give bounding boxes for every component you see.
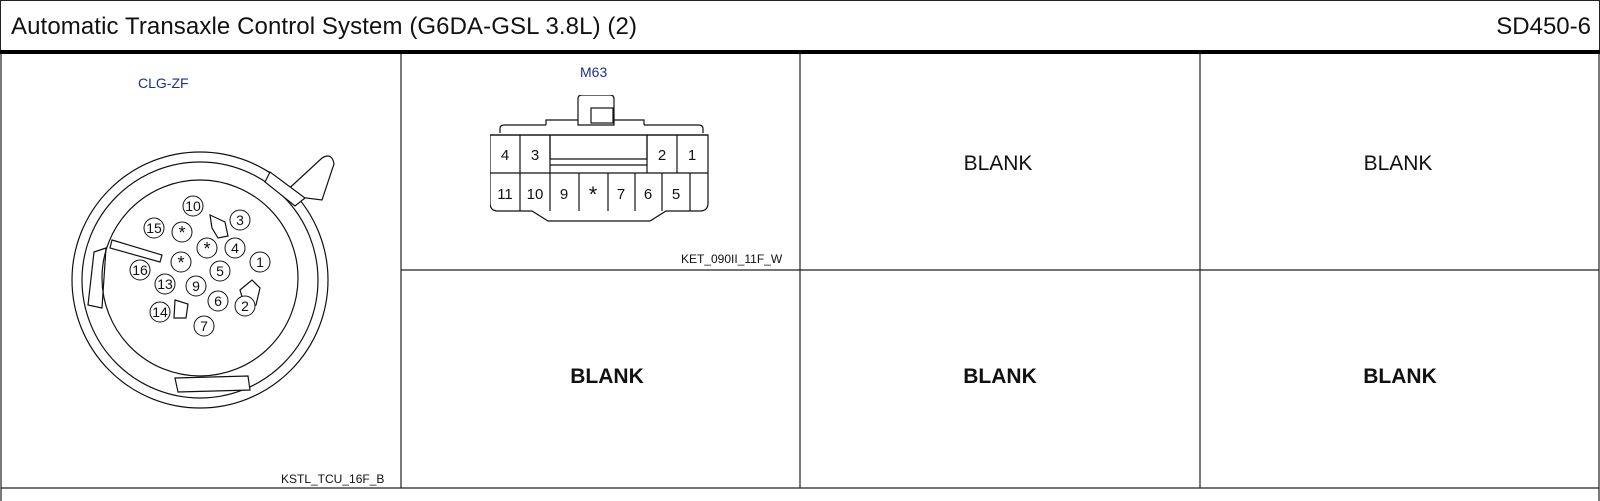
svg-text:10: 10 <box>185 198 201 214</box>
pin-6: 6 <box>207 290 229 312</box>
pin-star-3: * <box>170 251 192 273</box>
clg-zf-label: CLG-ZF <box>138 75 189 91</box>
m63-label: M63 <box>580 64 608 80</box>
svg-text:*: * <box>203 239 210 259</box>
m63-pin-4: 4 <box>501 147 509 164</box>
pin-10: 10 <box>182 195 204 217</box>
pin-1: 1 <box>249 251 271 273</box>
diagram-header: Automatic Transaxle Control System (G6DA… <box>0 0 1600 51</box>
center-recess <box>549 135 648 160</box>
bottom-key <box>174 375 251 393</box>
pin-star-2: * <box>196 237 218 259</box>
guide-shape-3 <box>173 299 189 319</box>
guide-shape-1 <box>209 213 229 239</box>
pin-15: 15 <box>143 217 165 239</box>
svg-text:7: 7 <box>200 318 208 334</box>
svg-text:4: 4 <box>231 240 239 256</box>
svg-text:5: 5 <box>216 263 224 279</box>
pin-13: 13 <box>154 273 176 295</box>
svg-text:6: 6 <box>214 293 222 309</box>
ket-part-code: KET_090II_11F_W <box>681 252 783 266</box>
m63-pin-1: 1 <box>688 147 696 164</box>
svg-text:*: * <box>178 223 185 243</box>
svg-text:1: 1 <box>256 254 264 270</box>
pin-14: 14 <box>149 301 171 323</box>
pin-star-1: * <box>171 221 193 243</box>
blank-row1-col3: BLANK <box>963 152 1033 175</box>
pin-2: 2 <box>234 295 256 317</box>
connector-body <box>490 134 709 222</box>
left-key-slot <box>87 247 107 309</box>
blank-row2-col3: BLANK <box>963 365 1037 388</box>
connector-outer-ring <box>71 151 329 409</box>
svg-text:14: 14 <box>152 304 168 320</box>
page-code: SD450-6 <box>1496 13 1591 40</box>
svg-text:13: 13 <box>157 276 173 292</box>
right-shoulder <box>614 119 645 125</box>
connector-face <box>101 179 299 377</box>
svg-text:3: 3 <box>236 212 244 228</box>
rect-connector-diagram: 4 3 2 1 11 10 9 * 7 6 5 <box>490 95 709 222</box>
svg-text:*: * <box>177 253 184 273</box>
header-rule <box>0 50 1600 54</box>
blank-row2-col4: BLANK <box>1363 365 1437 388</box>
m63-pin-7: 7 <box>617 186 625 203</box>
pin-3: 3 <box>229 209 251 231</box>
connector-lock-tab <box>280 155 335 201</box>
m63-pin-11: 11 <box>497 186 513 203</box>
m63-pin-2: 2 <box>658 147 666 164</box>
pin-4: 4 <box>224 237 246 259</box>
svg-text:15: 15 <box>146 220 162 236</box>
diagram-title: Automatic Transaxle Control System (G6DA… <box>11 13 638 40</box>
connector-inner-ring <box>81 161 319 399</box>
blank-row2-col2: BLANK <box>570 365 644 388</box>
svg-text:9: 9 <box>192 278 200 294</box>
m63-pin-3: 3 <box>531 147 539 164</box>
pin-7: 7 <box>193 315 215 337</box>
m63-pin-6: 6 <box>644 186 652 203</box>
m63-pin-9: 9 <box>560 186 568 203</box>
m63-pin-5: 5 <box>672 186 680 203</box>
m63-pin-star: * <box>589 182 598 207</box>
left-shoulder <box>545 119 578 125</box>
pin-9: 9 <box>185 275 207 297</box>
m63-pin-10: 10 <box>527 186 544 203</box>
pin-5: 5 <box>209 260 231 282</box>
pin-16: 16 <box>129 259 151 281</box>
latch-window <box>590 107 614 124</box>
blank-row1-col4: BLANK <box>1363 152 1433 175</box>
kstl-part-code: KSTL_TCU_16F_B <box>281 472 385 486</box>
svg-text:16: 16 <box>132 262 148 278</box>
top-right-outline <box>644 124 704 133</box>
probe-pin <box>109 239 163 263</box>
top-left-outline <box>499 124 546 133</box>
svg-text:2: 2 <box>241 298 249 314</box>
top-right-key <box>264 171 306 207</box>
round-connector-diagram: 10 3 15 * * 4 1 16 * 5 13 9 6 2 14 7 <box>71 151 335 409</box>
